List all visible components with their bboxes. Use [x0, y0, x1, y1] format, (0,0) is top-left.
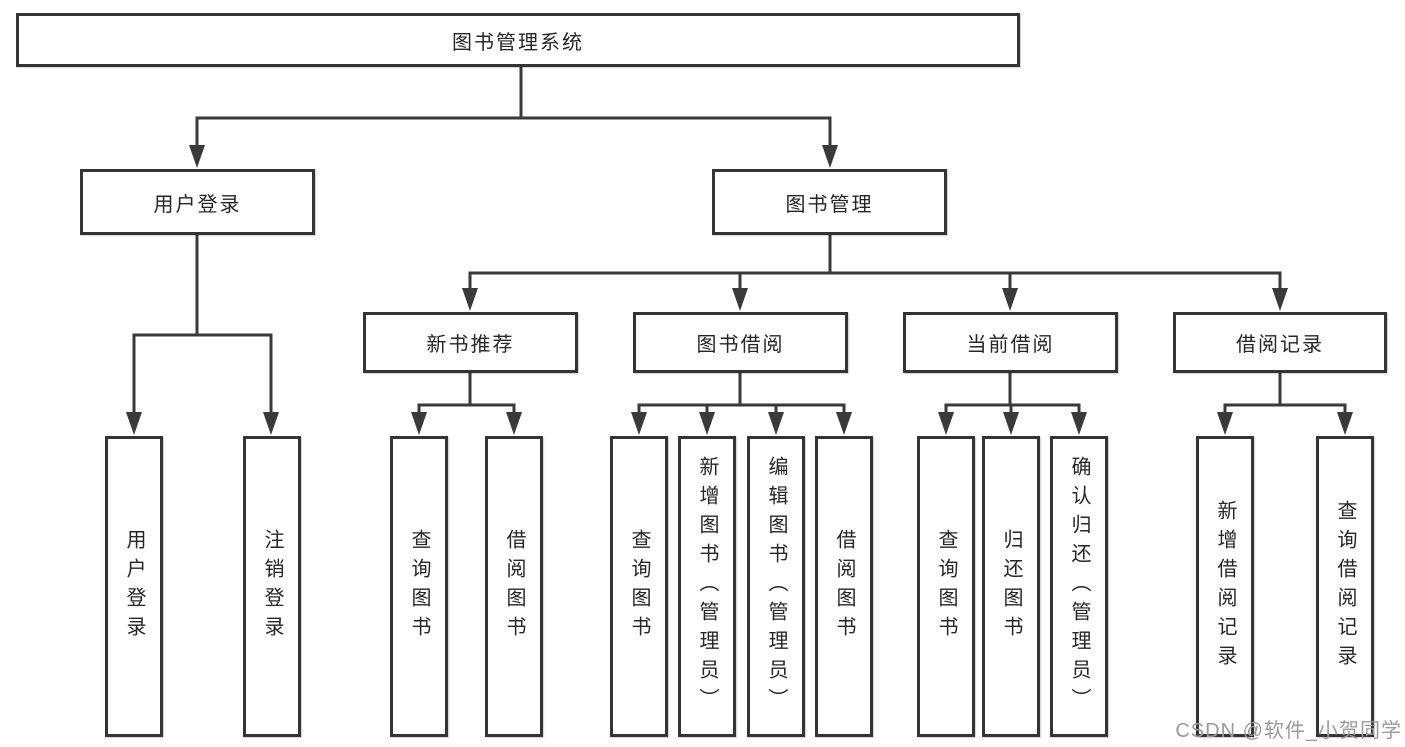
leaf-label: 查询图书 — [935, 528, 957, 645]
leaf-query-books-3: 查询图书 — [917, 436, 975, 737]
leaf-label: 确认归还（管理员） — [1068, 456, 1090, 717]
leaf-label: 查询借阅记录 — [1334, 499, 1356, 674]
leaf-add-borrow-record: 新增借阅记录 — [1196, 436, 1254, 737]
leaf-label: 查询图书 — [628, 528, 650, 645]
leaf-return-books: 归还图书 — [982, 436, 1040, 737]
node-borrowing-records: 借阅记录 — [1173, 312, 1387, 373]
leaf-label: 新增借阅记录 — [1214, 499, 1236, 674]
node-library-management-system: 图书管理系统 — [16, 13, 1020, 67]
leaf-label: 用户登录 — [123, 528, 145, 645]
node-book-borrowing: 图书借阅 — [633, 312, 848, 373]
leaf-label: 归还图书 — [1000, 528, 1022, 645]
csdn-watermark: CSDN @软件_小贺同学 — [1175, 720, 1402, 742]
node-user-login: 用户登录 — [80, 169, 315, 235]
leaf-borrow-books-1: 借阅图书 — [485, 436, 543, 737]
leaf-label: 注销登录 — [261, 528, 283, 645]
leaf-add-books-admin: 新增图书（管理员） — [678, 436, 736, 737]
leaf-confirm-return-admin: 确认归还（管理员） — [1050, 436, 1108, 737]
leaf-borrow-books-2: 借阅图书 — [815, 436, 873, 737]
leaf-label: 编辑图书（管理员） — [765, 456, 787, 717]
leaf-label: 借阅图书 — [503, 528, 525, 645]
leaf-label: 新增图书（管理员） — [696, 456, 718, 717]
leaf-query-books-1: 查询图书 — [390, 436, 448, 737]
node-book-management: 图书管理 — [712, 169, 947, 235]
leaf-label: 查询图书 — [408, 528, 430, 645]
leaf-user-login: 用户登录 — [105, 436, 163, 737]
node-new-book-recommend: 新书推荐 — [363, 312, 578, 373]
leaf-label: 借阅图书 — [833, 528, 855, 645]
leaf-edit-books-admin: 编辑图书（管理员） — [747, 436, 805, 737]
connector-group — [126, 67, 1353, 435]
node-current-borrowing: 当前借阅 — [903, 312, 1118, 373]
leaf-query-borrow-record: 查询借阅记录 — [1316, 436, 1374, 737]
leaf-query-books-2: 查询图书 — [610, 436, 668, 737]
leaf-logout: 注销登录 — [243, 436, 301, 737]
